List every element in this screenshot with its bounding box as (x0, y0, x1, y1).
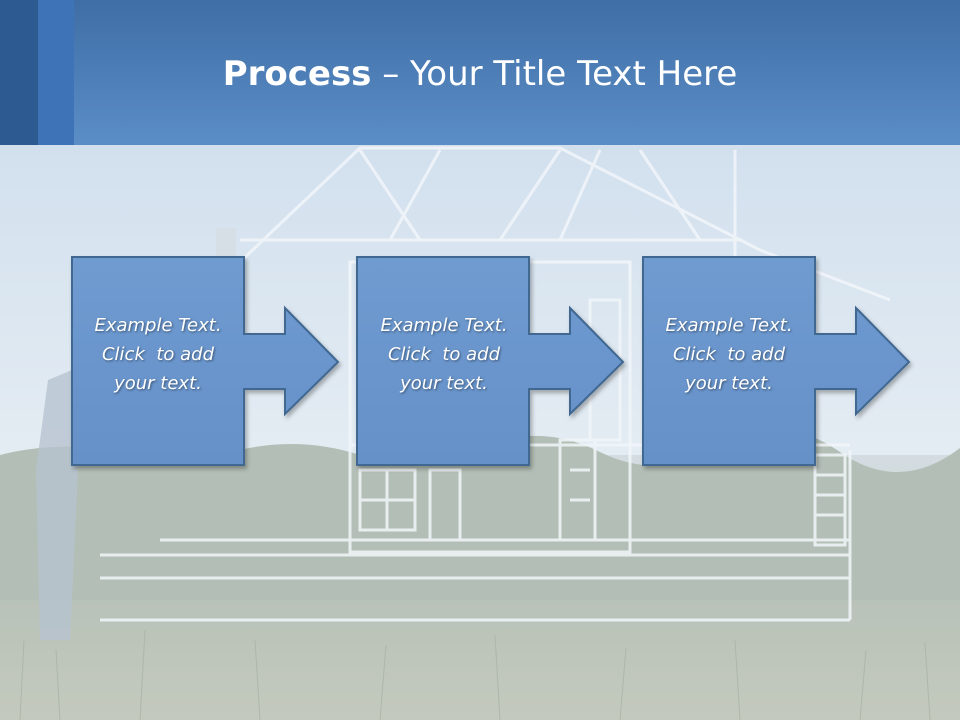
arrow-shape (642, 256, 911, 466)
title-rest: – Your Title Text Here (371, 54, 738, 94)
tree-line (0, 429, 960, 610)
header-accent-stripe (0, 0, 38, 145)
step-text-line: your text. (114, 373, 202, 394)
header-accent-stripe-light (38, 0, 74, 145)
step-text-line: your text. (685, 373, 773, 394)
title-bold: Process (222, 54, 372, 94)
step-3-text[interactable]: Example Text. Click to add your text. (643, 311, 815, 398)
process-step-2[interactable] (356, 256, 625, 466)
step-text-line: Click to add (672, 344, 785, 365)
person-silhouette (36, 370, 78, 640)
arrow-shape (71, 256, 340, 466)
process-step-3[interactable] (642, 256, 911, 466)
step-text-line: Example Text. (94, 315, 222, 336)
step-text-line: Click to add (387, 344, 500, 365)
step-text-line: Example Text. (665, 315, 793, 336)
process-step-1[interactable] (71, 256, 340, 466)
arrow-shape (356, 256, 625, 466)
step-text-line: your text. (400, 373, 488, 394)
step-text-line: Click to add (101, 344, 214, 365)
step-1-text[interactable]: Example Text. Click to add your text. (72, 311, 244, 398)
step-text-line: Example Text. (380, 315, 508, 336)
slide-title[interactable]: Process – Your Title Text Here (74, 52, 886, 96)
step-2-text[interactable]: Example Text. Click to add your text. (358, 311, 530, 398)
title-bar (0, 0, 960, 145)
